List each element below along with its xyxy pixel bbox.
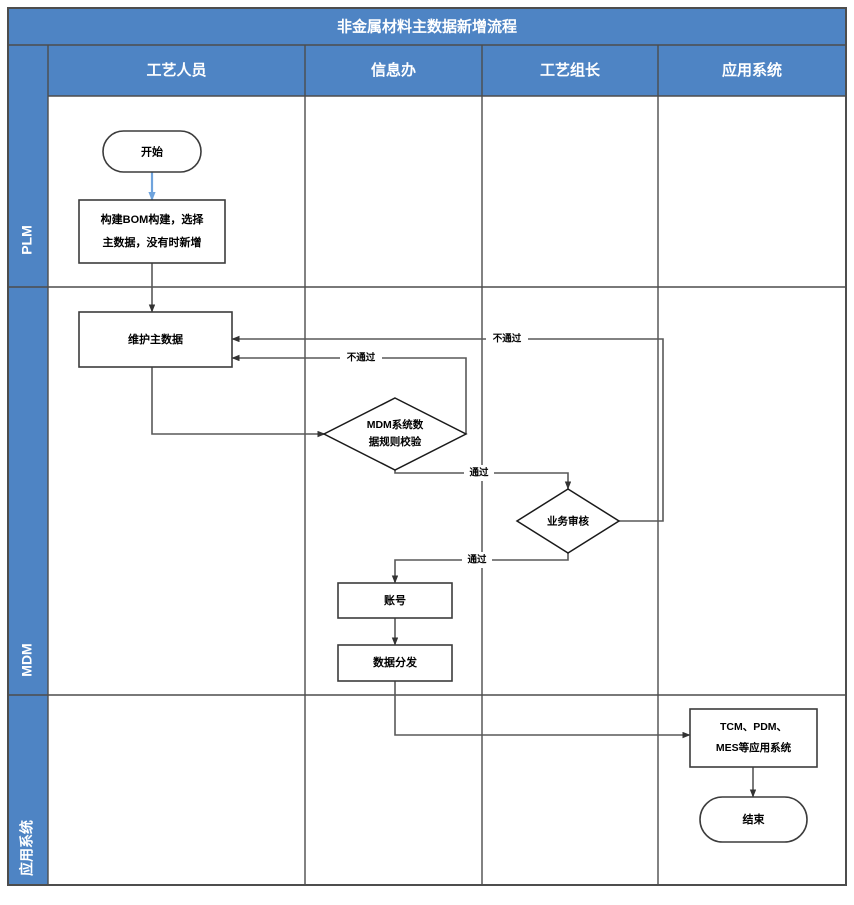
svg-text:通过: 通过 (469, 467, 489, 479)
connector-rulecheck-fail-to-maintain (231, 354, 467, 434)
edge-label-rulecheck-fail: 不通过 (340, 350, 382, 366)
row-label-mdm: MDM (19, 643, 35, 676)
svg-text:通过: 通过 (467, 554, 487, 566)
swimlane-grid: 非金属材料主数据新增流程 工艺人员 信息办 工艺组长 应用系统 PLM MDM … (7, 7, 847, 886)
node-build-bom[interactable]: 构建BOM构建，选择 主数据，没有时新增 (78, 199, 226, 264)
row-label-app-system: 应用系统 (19, 820, 35, 876)
diagram-outer-frame (7, 7, 847, 886)
connector-distribution-to-app-systems (394, 681, 691, 739)
connector-maintain-to-rulecheck (151, 367, 326, 438)
node-maintain-master-data[interactable]: 维护主数据 (78, 311, 233, 368)
column-header-app-system: 应用系统 (722, 61, 782, 79)
column-header-process-leader: 工艺组长 (540, 61, 601, 79)
node-end[interactable]: 结束 (699, 796, 808, 843)
node-mdm-rule-check[interactable]: MDM系统数 据规则校验 (322, 397, 468, 471)
svg-text:不通过: 不通过 (347, 352, 376, 364)
node-app-systems-line1: TCM、PDM、 (720, 721, 787, 733)
connectors (148, 172, 757, 798)
node-end-label: 结束 (742, 812, 766, 826)
node-account-label: 账号 (384, 593, 406, 607)
node-start[interactable]: 开始 (102, 130, 202, 173)
edge-labels: 不通过 不通过 通过 通过 (340, 331, 528, 568)
node-start-label: 开始 (141, 144, 163, 158)
svg-text:不通过: 不通过 (493, 333, 522, 345)
column-header-info-office: 信息办 (371, 61, 416, 79)
diagram-title: 非金属材料主数据新增流程 (337, 17, 517, 35)
edge-label-rulecheck-pass: 通过 (464, 465, 494, 481)
node-app-systems[interactable]: TCM、PDM、 MES等应用系统 (689, 708, 818, 768)
node-maintain-master-data-label: 维护主数据 (128, 332, 183, 346)
diagram-title-band (7, 7, 847, 46)
node-business-review-label: 业务审核 (547, 514, 589, 527)
node-mdm-rule-check-line2: 据规则校验 (369, 435, 422, 448)
edge-label-review-pass: 通过 (462, 552, 492, 568)
node-business-review[interactable]: 业务审核 (515, 488, 621, 554)
node-mdm-rule-check-line1: MDM系统数 (367, 418, 424, 431)
node-data-distribution[interactable]: 数据分发 (337, 644, 453, 682)
row-label-band (7, 44, 49, 886)
column-header-process-staff: 工艺人员 (146, 62, 206, 79)
node-data-distribution-label: 数据分发 (373, 655, 418, 669)
flow-nodes: 开始 构建BOM构建，选择 主数据，没有时新增 维护主数据 MDM系统数 据规则… (78, 130, 818, 843)
edge-label-review-fail: 不通过 (486, 331, 528, 347)
row-label-plm: PLM (19, 225, 35, 255)
node-app-systems-line2: MES等应用系统 (716, 741, 792, 754)
node-build-bom-line2: 主数据，没有时新增 (103, 235, 202, 249)
node-account[interactable]: 账号 (337, 582, 453, 619)
connector-review-fail-to-maintain (231, 335, 664, 522)
node-build-bom-line1: 构建BOM构建，选择 (101, 212, 205, 226)
